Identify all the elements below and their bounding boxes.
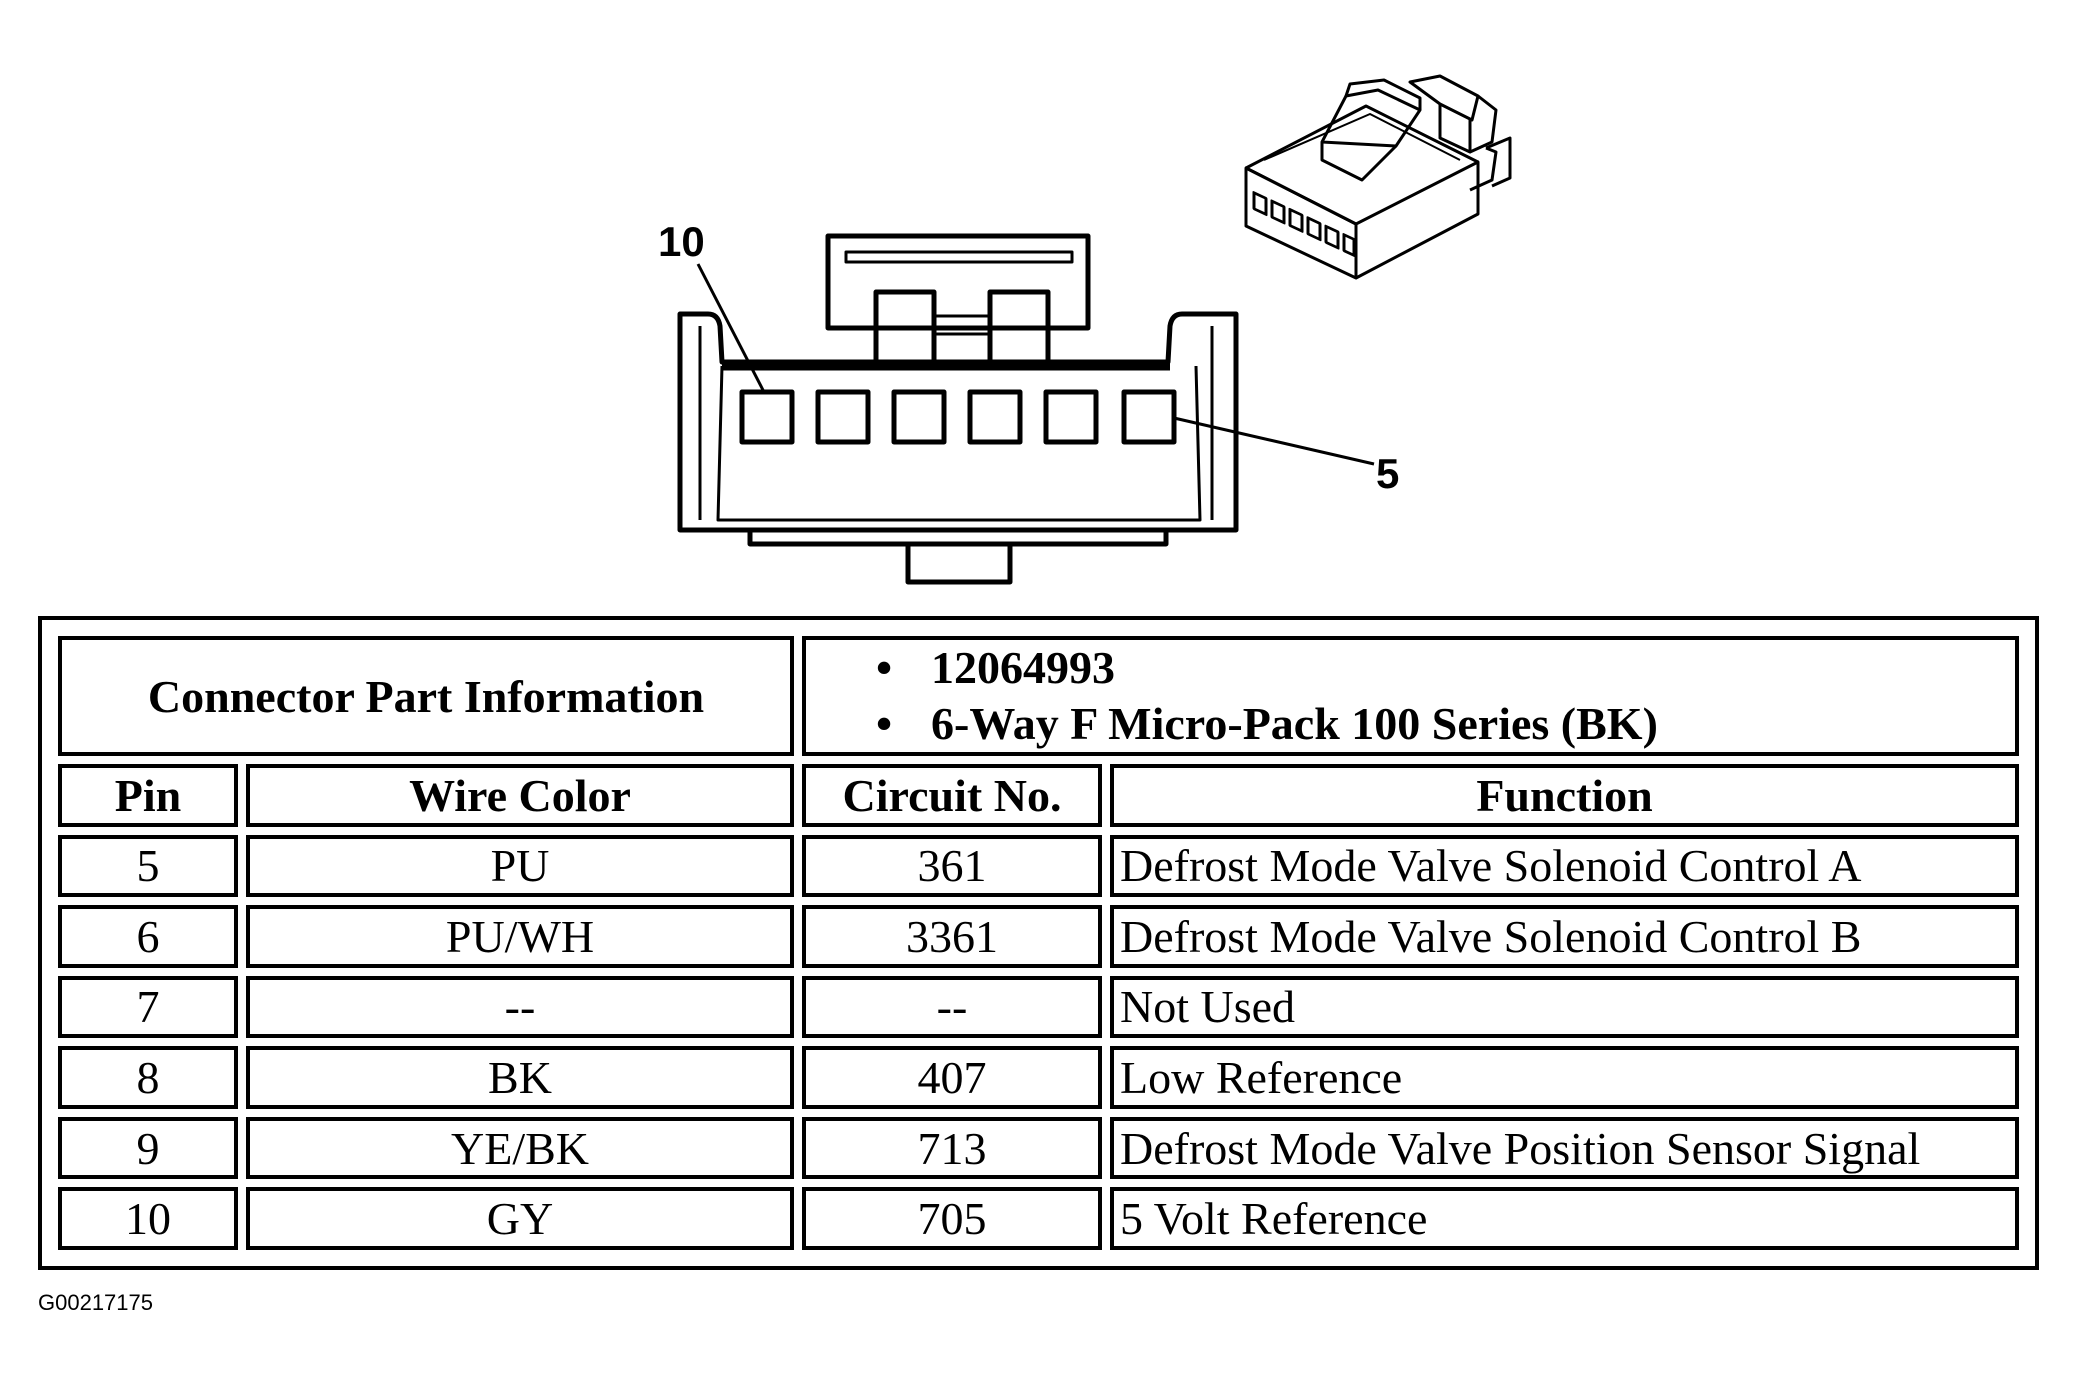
wire-color-cell: GY xyxy=(246,1187,794,1250)
table-row: 6 PU/WH 3361 Defrost Mode Valve Solenoid… xyxy=(58,905,2019,968)
circuit-cell: 713 xyxy=(802,1116,1102,1180)
function-cell: Not Used xyxy=(1110,975,2019,1039)
figure-id: G00217175 xyxy=(38,1290,153,1315)
wire-color-cell: -- xyxy=(246,975,794,1039)
wire-color-cell: BK xyxy=(246,1046,794,1109)
connector-face xyxy=(677,233,1239,585)
function-cell: Defrost Mode Valve Position Sensor Signa… xyxy=(1110,1116,2019,1180)
connector-info-row: Connector Part Information 12064993 6-Wa… xyxy=(58,636,2019,756)
pin-cell: 7 xyxy=(58,975,238,1039)
pin-cell: 9 xyxy=(58,1116,238,1180)
function-cell: Defrost Mode Valve Solenoid Control A xyxy=(1110,834,2019,898)
header-circuit-no: Circuit No. xyxy=(802,764,1102,827)
circuit-cell: 361 xyxy=(802,834,1102,898)
cavity-5 xyxy=(1121,389,1177,445)
cavity-6 xyxy=(1043,389,1099,445)
connector-part-number: 12064993 xyxy=(876,640,2009,696)
circuit-cell: 3361 xyxy=(802,905,1102,968)
pinout-table: Connector Part Information 12064993 6-Wa… xyxy=(50,628,2027,1258)
cavity-10 xyxy=(739,389,795,445)
pin-cell: 8 xyxy=(58,1046,238,1109)
leader-line-10 xyxy=(696,263,766,393)
function-cell: 5 Volt Reference xyxy=(1110,1187,2019,1250)
circuit-cell: 407 xyxy=(802,1046,1102,1109)
circuit-cell: -- xyxy=(802,975,1102,1039)
pinout-table-frame: Connector Part Information 12064993 6-Wa… xyxy=(38,616,2039,1270)
connector-description: 6-Way F Micro-Pack 100 Series (BK) xyxy=(876,696,2009,752)
pin-cavities xyxy=(739,389,1177,445)
callout-label-10: 10 xyxy=(658,218,705,265)
table-row: 10 GY 705 5 Volt Reference xyxy=(58,1187,2019,1250)
connector-info-values: 12064993 6-Way F Micro-Pack 100 Series (… xyxy=(802,636,2019,756)
header-wire-color: Wire Color xyxy=(246,764,794,827)
connector-diagram: 10 5 xyxy=(658,74,1512,585)
connector-isometric-icon xyxy=(1244,74,1512,280)
pin-cell: 6 xyxy=(58,905,238,968)
cavity-8 xyxy=(891,389,947,445)
cavity-7 xyxy=(967,389,1023,445)
wire-color-cell: PU/WH xyxy=(246,905,794,968)
table-row: 7 -- -- Not Used xyxy=(58,975,2019,1039)
circuit-cell: 705 xyxy=(802,1187,1102,1250)
table-row: 9 YE/BK 713 Defrost Mode Valve Position … xyxy=(58,1116,2019,1180)
table-row: 8 BK 407 Low Reference xyxy=(58,1046,2019,1109)
connector-info-label: Connector Part Information xyxy=(58,636,794,756)
wire-color-cell: PU xyxy=(246,834,794,898)
header-pin: Pin xyxy=(58,764,238,827)
pin-cell: 10 xyxy=(58,1187,238,1250)
header-function: Function xyxy=(1110,764,2019,827)
wire-color-cell: YE/BK xyxy=(246,1116,794,1180)
table-row: 5 PU 361 Defrost Mode Valve Solenoid Con… xyxy=(58,834,2019,898)
leader-line-5 xyxy=(1173,416,1375,466)
function-cell: Low Reference xyxy=(1110,1046,2019,1109)
callout-label-5: 5 xyxy=(1376,450,1399,497)
function-cell: Defrost Mode Valve Solenoid Control B xyxy=(1110,905,2019,968)
cavity-9 xyxy=(815,389,871,445)
pin-cell: 5 xyxy=(58,834,238,898)
table-header-row: Pin Wire Color Circuit No. Function xyxy=(58,764,2019,827)
